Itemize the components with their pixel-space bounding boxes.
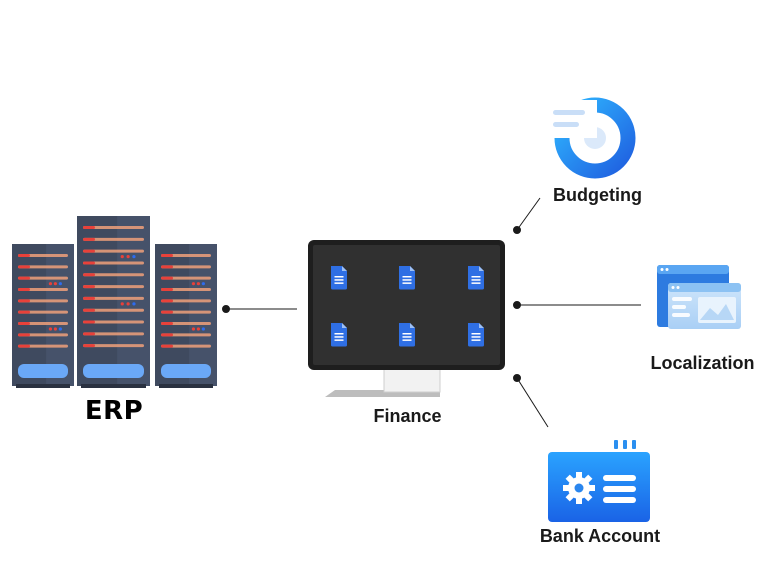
server-rack-icon	[12, 216, 217, 388]
monitor-icon	[308, 240, 505, 397]
connector-finance-localization	[513, 301, 641, 309]
budget-dial-icon	[553, 97, 636, 179]
document-icon	[399, 323, 415, 347]
localization-label: Localization	[650, 353, 755, 373]
document-icon	[331, 323, 347, 347]
finance-label: Finance	[373, 406, 442, 426]
monitor-stand-neck	[383, 367, 441, 393]
connector-finance-bank-account	[513, 374, 549, 428]
bank-card-gear-icon	[548, 440, 650, 522]
browser-windows-icon	[657, 265, 741, 329]
monitor-screen	[313, 245, 500, 365]
connectors	[222, 197, 641, 428]
connector-finance-budgeting	[513, 197, 541, 234]
server-center	[77, 216, 150, 388]
monitor-documents	[331, 266, 484, 347]
document-icon	[468, 266, 484, 290]
connector-erp-finance	[222, 305, 297, 313]
budgeting-label: Budgeting	[553, 185, 642, 205]
server-right	[155, 244, 217, 388]
server-left	[12, 244, 74, 388]
document-icon	[331, 266, 347, 290]
document-icon	[468, 323, 484, 347]
erp-label: ERP	[84, 396, 144, 426]
bank-account-label: Bank Account	[539, 526, 661, 546]
document-icon	[399, 266, 415, 290]
